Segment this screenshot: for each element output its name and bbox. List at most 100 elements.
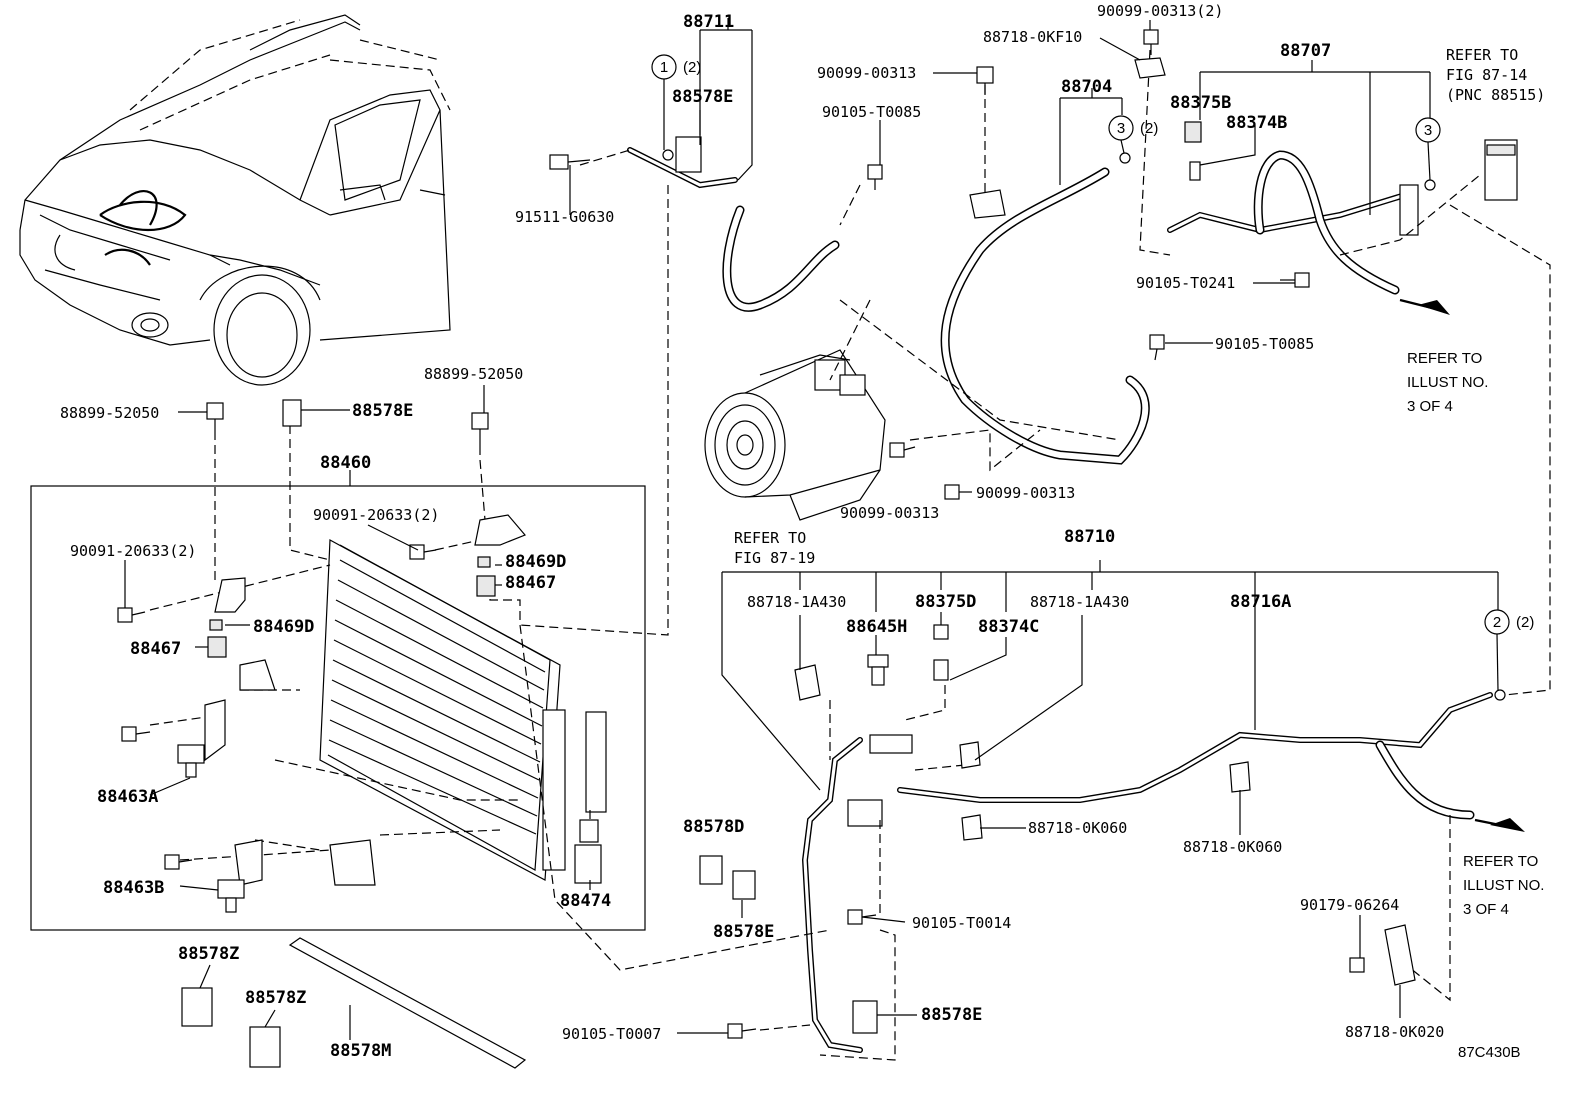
reference-note: REFER TO [734,529,806,547]
callout-1-qty: (2) [683,59,701,76]
part-label: 90099-00313 [976,484,1075,502]
part-label: 90105-T0085 [822,103,921,121]
bracket-icon [214,577,246,613]
part-label: 91511-G0630 [515,208,614,226]
grommet-icon [477,556,491,568]
part-label: 88578D [683,817,744,837]
clamp-icon [961,814,983,841]
part-label: 88375B [1170,93,1231,113]
part-label: 90105-T0085 [1215,335,1314,353]
part-label: 88578E [713,922,774,942]
bracket-icon [474,514,526,546]
part-label: 88718-0K060 [1028,819,1127,837]
callout-3a-number: 3 [1117,120,1125,137]
condenser-box [30,485,646,931]
part-label: 88578E [352,401,413,421]
part-label: 88578E [672,87,733,107]
valve-icon [867,654,889,686]
pad-icon [282,399,302,427]
bolt-icon [206,402,224,440]
part-label: 88467 [505,573,556,593]
part-label: 90091-20633(2) [70,542,196,560]
compressor [704,349,886,521]
callout-1-number: 1 [660,59,668,76]
sensor-icon [177,744,205,778]
clamp-icon [1384,924,1416,986]
part-label: 88578M [330,1041,391,1061]
pad-icon [699,855,723,885]
part-label: 90179-06264 [1300,896,1399,914]
cap-icon [1184,121,1202,143]
diagram-code: 87C430B [1458,1044,1521,1061]
part-label: 88374B [1226,113,1287,133]
arrow-icon [1490,818,1525,832]
condenser-assembly [319,539,607,881]
bolt-icon [889,442,916,458]
part-glyphs [117,29,1525,1069]
reference-note: FIG 87-19 [734,549,815,567]
part-label: 88899-52050 [424,365,523,383]
reference-note: ILLUST NO. [1407,374,1488,391]
part-label: 88474 [560,891,611,911]
reference-note: ILLUST NO. [1463,877,1544,894]
bolt-icon [1280,272,1310,288]
bracket-icon [234,839,263,886]
grommet-icon [476,575,496,597]
callout-3b-number: 3 [1424,122,1432,139]
bolt-icon [409,544,437,560]
bolt-icon [121,726,151,742]
part-label: 88704 [1061,77,1112,97]
part-label: 88460 [320,453,371,473]
clamp-icon [1134,57,1166,79]
part-labels: 88711 88578E 91511-G0630 90099-00313 901… [60,2,1545,1061]
bolt-icon [1149,334,1165,361]
sensor-icon [217,879,245,913]
part-label: 88645H [846,617,907,637]
part-label: 88463B [103,878,164,898]
bolt-icon [549,154,591,170]
clamp-icon [794,664,821,701]
reference-note: FIG 87-14 [1446,66,1527,84]
reference-note: REFER TO [1446,46,1518,64]
part-label: 90105-T0007 [562,1025,661,1043]
clamp-icon [1229,761,1251,793]
reference-note: 3 OF 4 [1407,398,1453,415]
part-label: 88718-0K020 [1345,1023,1444,1041]
bolt-icon [944,484,972,500]
part-label: 88375D [915,592,976,612]
cap-icon [1189,161,1201,181]
part-label: 88899-52050 [60,404,159,422]
part-label: 88578E [921,1005,982,1025]
vehicle-illustration [19,14,451,386]
o-ring-icon [1119,152,1131,164]
bolt-icon [727,1023,757,1039]
part-label: 88711 [683,12,734,32]
part-label: 88716A [1230,592,1291,612]
bar-icon [288,937,527,1069]
bracket-icon [204,699,226,762]
clamp-icon [969,189,1006,219]
reference-note: REFER TO [1407,350,1482,367]
part-label: 88578Z [178,944,239,964]
part-label: 88578Z [245,988,306,1008]
o-ring-icon [1494,689,1506,701]
leader-lines [124,18,1499,1040]
cover-icon [329,839,376,886]
part-label: 88718-0K060 [1183,838,1282,856]
callouts: 1 (2) 3 (2) 3 2 (2) [651,54,1534,691]
part-label: 88718-1A430 [1030,593,1129,611]
part-label: 88710 [1064,527,1115,547]
reference-note: 3 OF 4 [1463,901,1509,918]
part-label: 88707 [1280,41,1331,61]
o-ring-icon [1424,179,1436,191]
grommet-icon [209,619,223,631]
part-label: 90099-00313 [817,64,916,82]
part-label: 88469D [505,552,566,572]
bolt-icon [164,854,193,870]
pad-icon [181,987,213,1027]
grommet-icon [207,636,227,658]
pad-icon [732,870,756,900]
callout-2-number: 2 [1493,614,1501,631]
reference-note: (PNC 88515) [1446,86,1545,104]
